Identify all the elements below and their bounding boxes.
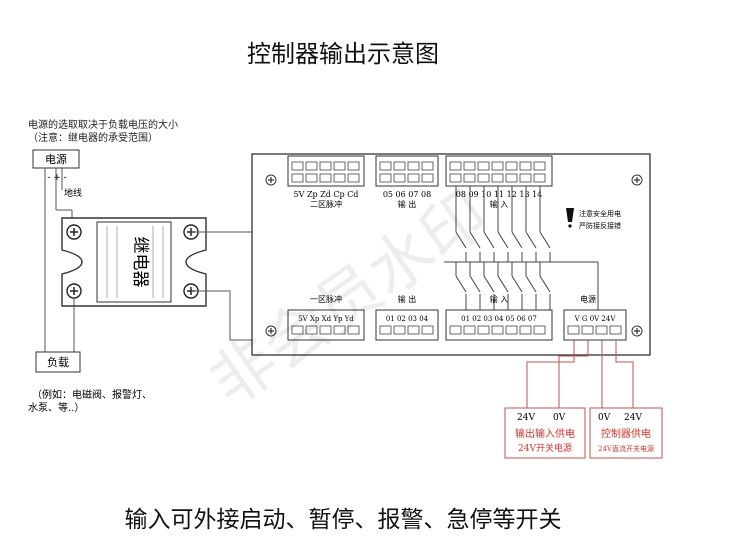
power-box-label: 电源 [45, 152, 67, 166]
bottom-label-input: 输 入 [490, 294, 509, 304]
psu-ctrl-v2: 24V [624, 413, 642, 423]
bottom-connector-pulse1 [287, 309, 365, 341]
load-box-label: 负载 [47, 355, 69, 369]
psu-ctrl-name: 控制器供电 [601, 427, 651, 440]
bottom-label-power: 电源 [580, 294, 596, 304]
bottom-connector-power [563, 309, 627, 341]
load-example-2: 水泵、等..） [28, 401, 84, 414]
psu-io-v2: 0V [553, 413, 566, 423]
warning-line-1: 注意安全用电 [579, 209, 621, 218]
top-label-output: 输 出 [398, 199, 417, 209]
warning-line-2: 严防接反接错 [579, 221, 621, 230]
top-connector-input [445, 155, 553, 187]
top-label-input: 输 入 [490, 199, 509, 209]
psu-io-sub: 24V开关电源 [518, 442, 572, 454]
supply-wiring [526, 340, 634, 408]
bottom-pins-output: 01 02 03 04 [386, 315, 429, 323]
bottom-label-pulse1: 一区脉冲 [310, 294, 342, 304]
bottom-connector-output [375, 309, 439, 341]
bottom-label-output: 输 出 [398, 294, 417, 304]
top-pins-pulse2: 5V Zp Zd Cp Cd [294, 190, 359, 199]
psu-io-name: 输出输入供电 [515, 427, 575, 440]
footer-caption: 输入可外接启动、暂停、报警、急停等开关 [125, 507, 562, 533]
bottom-connector-input [445, 309, 553, 341]
psu-io-v1: 24V [517, 413, 535, 423]
top-label-pulse2: 二区脉冲 [310, 199, 342, 209]
ground-label: 地线 [64, 187, 82, 199]
controller-board: 5V Zp Zd Cp Cd 二区脉冲 05 06 07 08 输 出 08 0… [251, 153, 651, 356]
input-switch-wiring [444, 186, 599, 310]
psu-ctrl-sub: 24V直流开关电源 [598, 444, 654, 453]
note-line-2: （注意：继电器的承受范围） [28, 131, 158, 144]
diagram-title: 控制器输出示意图 [247, 40, 439, 68]
warning-icon [566, 208, 574, 222]
bottom-pins-input: 01 02 03 04 05 06 07 [461, 315, 537, 323]
top-connector-output [375, 155, 439, 187]
load-box [35, 351, 81, 373]
bottom-pins-pulse1: 5V Xp Xd Yp Yd [298, 315, 354, 323]
psu-controller-box [589, 407, 663, 459]
note-line-1: 电源的选取取决于负载电压的大小 [28, 118, 178, 131]
top-pins-output: 05 06 07 08 [383, 190, 431, 199]
bottom-pins-power: V G 0V 24V [574, 315, 617, 323]
relay: 继电器 [61, 217, 207, 307]
psu-ctrl-v1: 0V [598, 413, 611, 423]
top-connector-pulse2 [287, 155, 365, 187]
load-example-1: （例如：电磁阀、报警灯、 [32, 388, 152, 401]
top-pins-input: 08 09 10 11 12 13 14 [456, 190, 543, 199]
power-signs: - + - [47, 173, 66, 183]
psu-io-box [504, 407, 586, 459]
relay-label: 继电器 [130, 237, 150, 288]
